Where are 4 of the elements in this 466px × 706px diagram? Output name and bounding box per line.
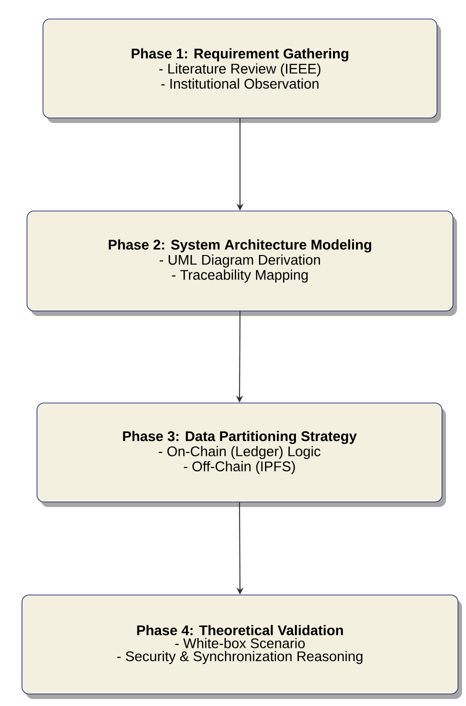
phase-box: Phase 2: System Architecture Modeling - UML Diagram Derivation - Traceability Mapping: [26, 210, 457, 316]
phase-box: Phase 3: Data Partitioning Strategy - On-Chain (Ledger) Logic - Off-Chain (IPFS): [36, 402, 446, 507]
phase-box: Phase 4: Theoretical Validation - White-box Scenario - Security & Synchronization Reasoning: [22, 594, 462, 699]
phase-box: Phase 1: Requirement Gathering - Literature Review (IEEE) - Institutional Observation: [42, 18, 441, 123]
